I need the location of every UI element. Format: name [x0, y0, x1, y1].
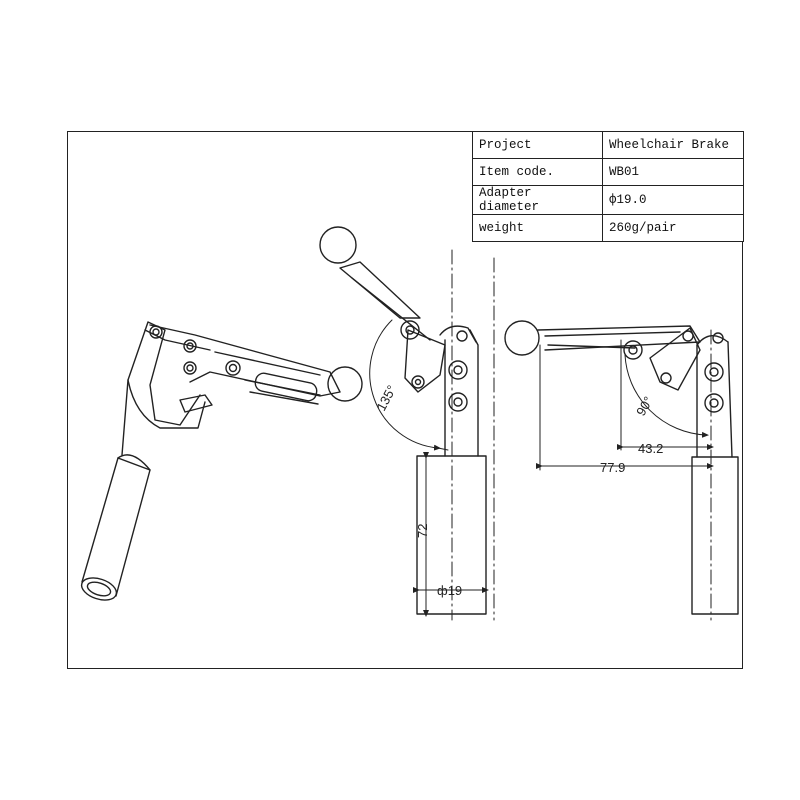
spec-value: ф19.0	[602, 185, 744, 215]
spec-label: Adapter diameter	[472, 185, 603, 215]
spec-row-adapter: Adapter diameter ф19.0	[472, 185, 744, 215]
offset-short-label: 43.2	[638, 441, 663, 456]
open-position-view	[319, 226, 489, 621]
spec-label: weight	[472, 214, 603, 242]
isometric-brake-view	[80, 321, 363, 601]
offset-long-label: 77.9	[600, 460, 625, 475]
spec-row-item-code: Item code. WB01	[472, 158, 744, 186]
spec-label: Item code.	[472, 158, 603, 186]
spec-row-weight: weight 260g/pair	[472, 214, 744, 242]
spec-label: Project	[472, 131, 603, 159]
angle-open-label: 135°	[373, 383, 399, 414]
closed-position-view	[504, 320, 739, 621]
tube-length-label: 72	[415, 524, 430, 538]
spec-value: 260g/pair	[602, 214, 744, 242]
spec-table: Project Wheelchair Brake Item code. WB01…	[472, 131, 744, 242]
spec-row-project: Project Wheelchair Brake	[472, 131, 744, 159]
spec-value: Wheelchair Brake	[602, 131, 744, 159]
tube-diameter-label: ф19	[437, 583, 462, 598]
angle-closed-label: 90°	[633, 394, 656, 419]
spec-value: WB01	[602, 158, 744, 186]
drawing-frame	[67, 131, 743, 669]
